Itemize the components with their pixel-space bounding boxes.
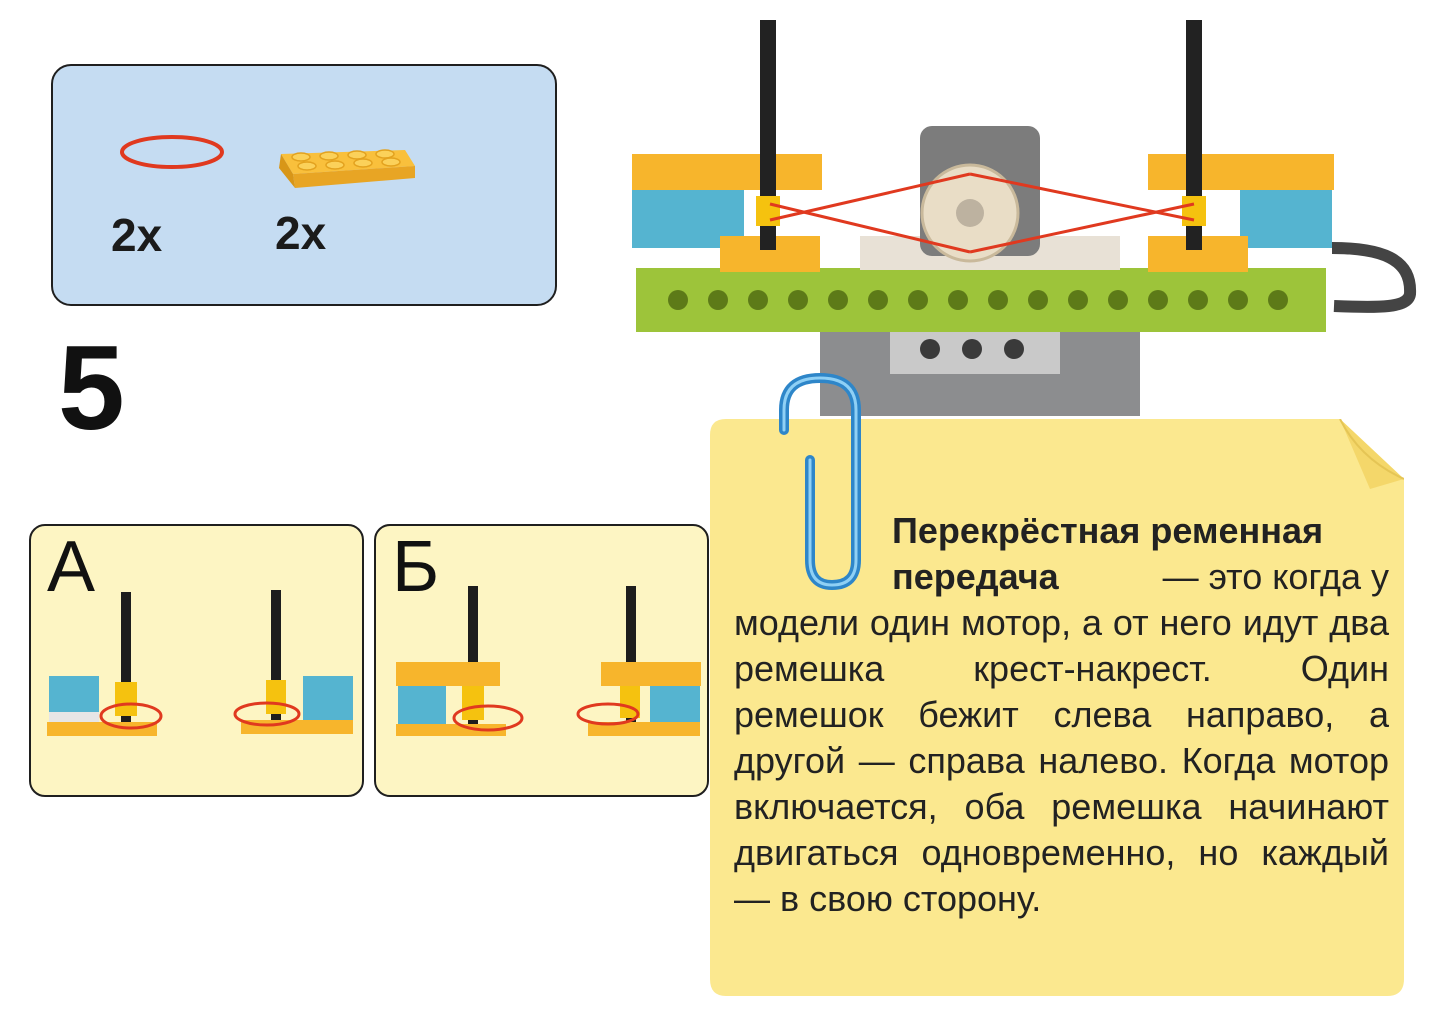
panel-b: Б: [374, 524, 709, 797]
step-number: 5: [58, 321, 125, 455]
note-line2-rest: — это когда у: [1162, 556, 1389, 597]
note-card: [710, 419, 1404, 996]
note-heading-line2: передача: [892, 556, 1059, 597]
note-body: модели один мотор, а от него идут два ре…: [734, 602, 1389, 919]
note-line2: передача — это когда у: [734, 554, 1389, 600]
note-heading-line1: Перекрёстная ременная: [892, 510, 1324, 551]
plate-quantity: 2x: [275, 207, 327, 259]
model-photo: [632, 20, 1417, 416]
panel-a: А: [29, 524, 364, 797]
note-text: Перекрёстная ременная передача — это ког…: [734, 508, 1389, 922]
assembly-a-image: [47, 590, 353, 736]
panel-a-letter: А: [47, 527, 96, 607]
note-heading: Перекрёстная ременная: [734, 508, 1389, 554]
parts-box: 2x 2x: [51, 64, 557, 306]
lego-plate-icon: [279, 149, 415, 188]
rubber-band-icon: [120, 135, 224, 169]
paperclip-icon: [779, 372, 861, 591]
assembly-b-image: [396, 586, 701, 736]
panel-b-letter: Б: [392, 527, 440, 607]
rubber-band-quantity: 2x: [111, 209, 163, 261]
